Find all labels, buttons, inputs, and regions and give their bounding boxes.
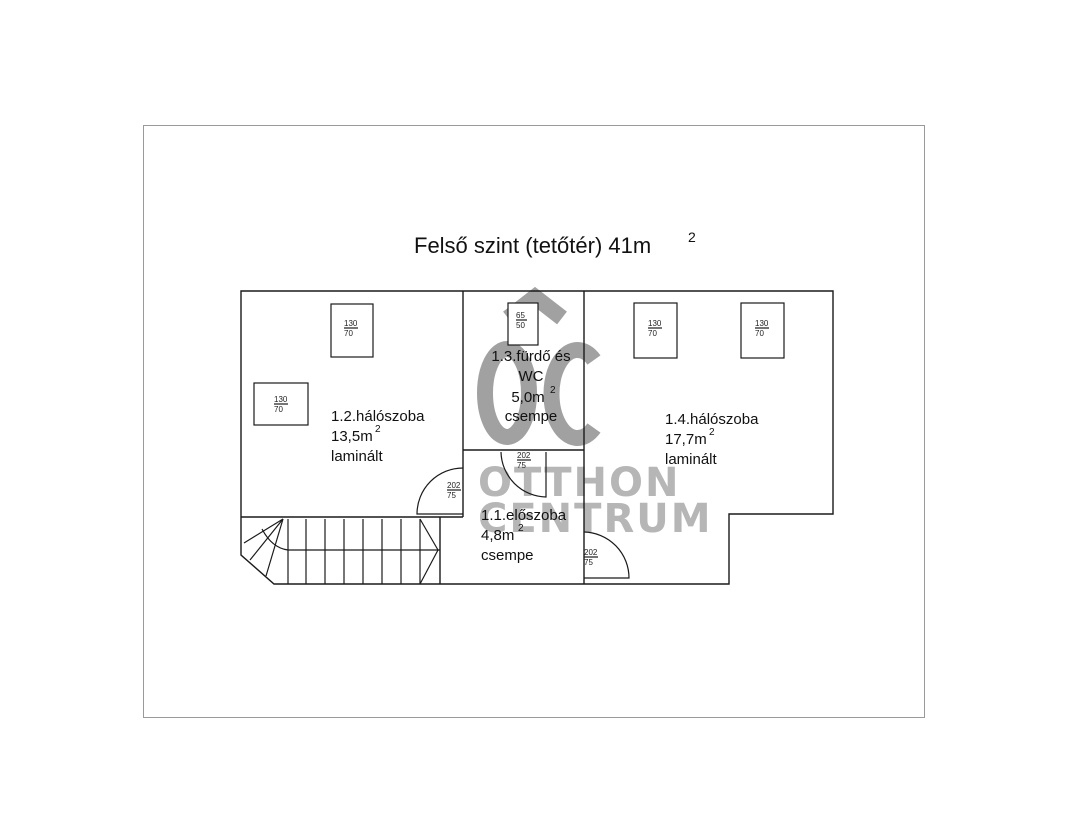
svg-text:70: 70 [648,329,657,338]
outer-walls [240,290,834,585]
title-text: Felső szint (tetőtér) 41m [414,233,651,258]
room-area: 4,8m [481,527,514,544]
room-floor: csempe [481,547,534,564]
svg-text:70: 70 [274,405,283,414]
svg-text:130: 130 [755,319,769,328]
window-1-3: 65 50 [507,302,539,346]
window-1-4-b: 130 70 [740,302,785,359]
room-area: 13,5m [331,428,373,445]
svg-text:75: 75 [447,491,456,500]
room-area: 17,7m [665,431,707,448]
watermark-o-icon [477,341,537,445]
room-name: 1.4.hálószoba [665,411,759,428]
room-1-1-label: 1.1.előszoba 4,8m 2 csempe [481,507,567,564]
staircase [243,518,440,585]
svg-text:75: 75 [517,461,526,470]
room-floor: laminált [665,451,718,468]
room-name-2: WC [519,368,544,385]
room-floor: laminált [331,448,384,465]
svg-text:202: 202 [447,481,461,490]
svg-text:65: 65 [516,311,525,320]
window-1-4-a: 130 70 [633,302,678,359]
svg-text:2: 2 [375,424,381,435]
window-1-2-b: 130 70 [253,382,309,426]
plan-title: Felső szint (tetőtér) 41m 2 [414,229,696,258]
svg-text:50: 50 [516,321,525,330]
room-name: 1.2.hálószoba [331,408,425,425]
watermark-c-icon [543,342,601,446]
inner-walls [241,291,585,584]
svg-text:202: 202 [584,548,598,557]
room-1-2-label: 1.2.hálószoba 13,5m 2 laminált [331,408,425,465]
room-name: 1.1.előszoba [481,507,567,524]
room-area: 5,0m [511,389,544,406]
svg-text:2: 2 [709,427,715,438]
room-1-4-label: 1.4.hálószoba 17,7m 2 laminált [665,411,759,468]
window-1-2-a: 130 70 [330,303,374,358]
door-1-4: 202 75 [583,531,630,579]
svg-text:70: 70 [344,329,353,338]
watermark-line1: OTTHON [478,460,680,506]
title-superscript: 2 [688,229,696,245]
watermark-line2: CENTRUM [478,496,713,542]
svg-text:130: 130 [648,319,662,328]
room-1-3-label: 1.3.fürdő és WC 5,0m 2 csempe [491,348,570,425]
svg-text:70: 70 [755,329,764,338]
door-1-3: 202 75 [500,451,547,498]
svg-text:2: 2 [518,523,524,534]
svg-text:130: 130 [274,395,288,404]
door-1-2: 202 75 [416,467,464,515]
svg-text:2: 2 [550,385,556,396]
svg-text:75: 75 [584,558,593,567]
room-name: 1.3.fürdő és [491,348,570,365]
svg-text:130: 130 [344,319,358,328]
svg-text:202: 202 [517,451,531,460]
room-floor: csempe [505,408,558,425]
watermark: OTTHON CENTRUM [477,286,713,542]
